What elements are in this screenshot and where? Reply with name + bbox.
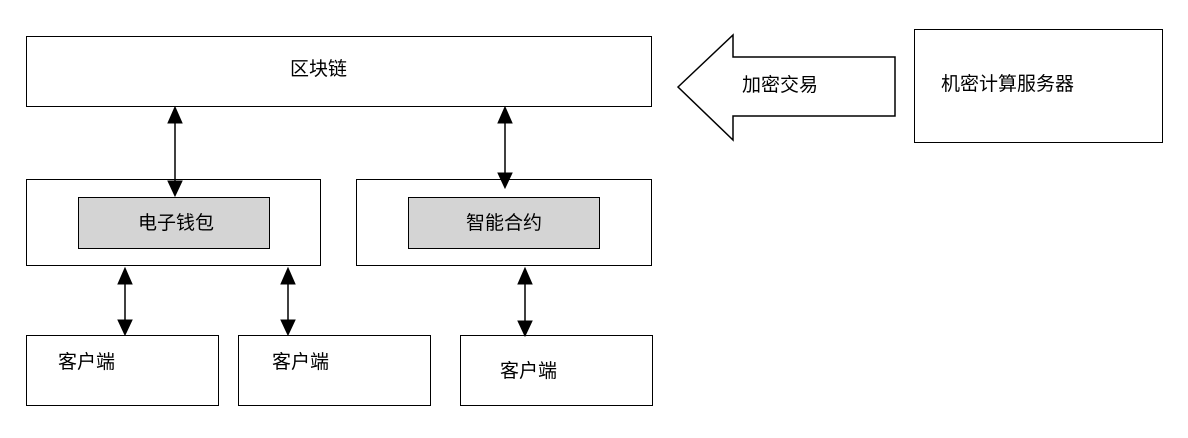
client-box-1 — [26, 335, 219, 406]
client-box-2 — [238, 335, 431, 406]
blockchain-box — [26, 36, 652, 107]
confidential-server-box — [914, 29, 1163, 143]
client-label-1: 客户端 — [58, 351, 116, 373]
smart-contract-box — [408, 197, 600, 249]
blockchain-contract-arrow — [497, 105, 513, 190]
wallet-client1-arrow — [117, 266, 133, 337]
smart-contract-label: 智能合约 — [466, 212, 543, 234]
confidential-server-label: 机密计算服务器 — [941, 73, 1075, 95]
client-label-2: 客户端 — [272, 351, 330, 373]
contract-client3-arrow — [517, 266, 533, 338]
encrypted-transaction-arrow — [676, 33, 896, 142]
client-box-3 — [460, 335, 653, 406]
blockchain-wallet-arrow — [167, 105, 183, 198]
wallet-client2-arrow — [280, 266, 296, 337]
client-label-3: 客户端 — [500, 360, 558, 382]
ewallet-label: 电子钱包 — [138, 212, 215, 234]
ewallet-box — [78, 197, 270, 249]
encrypted-transaction-label: 加密交易 — [742, 74, 819, 96]
blockchain-label: 区块链 — [290, 58, 348, 80]
